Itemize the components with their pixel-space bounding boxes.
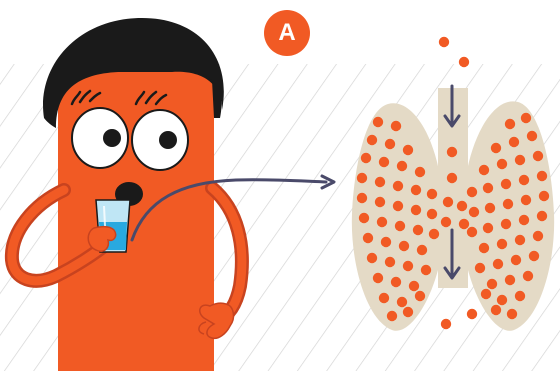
iodine-dot	[441, 217, 451, 227]
iodine-dot	[399, 241, 409, 251]
left-eye	[72, 108, 128, 168]
iodine-dot	[415, 167, 425, 177]
iodine-dot	[429, 229, 439, 239]
iodine-dot	[457, 201, 467, 211]
iodine-dot	[507, 309, 517, 319]
iodine-dot	[361, 153, 371, 163]
iodine-dot	[413, 225, 423, 235]
character-body	[58, 68, 214, 371]
iodine-dot	[481, 289, 491, 299]
iodine-dot	[409, 281, 419, 291]
iodine-dot	[427, 189, 437, 199]
iodine-dot	[417, 245, 427, 255]
iodine-dot	[367, 135, 377, 145]
iodine-dot	[427, 209, 437, 219]
iodine-dot	[523, 271, 533, 281]
iodine-dot	[403, 261, 413, 271]
iodine-dot	[515, 155, 525, 165]
iodine-dot	[359, 213, 369, 223]
iodine-dot	[537, 211, 547, 221]
iodine-dot	[479, 243, 489, 253]
iodine-dot	[527, 131, 537, 141]
iodine-dot	[487, 279, 497, 289]
iodine-dot	[501, 219, 511, 229]
iodine-dot	[529, 251, 539, 261]
iodine-dot	[537, 171, 547, 181]
iodine-dot	[385, 139, 395, 149]
iodine-dot	[467, 187, 477, 197]
iodine-dot	[357, 193, 367, 203]
iodine-dot	[411, 205, 421, 215]
iodine-dot	[381, 237, 391, 247]
iodine-dot	[379, 157, 389, 167]
iodine-dot	[467, 309, 477, 319]
iodine-dot	[501, 179, 511, 189]
iodine-dot	[373, 117, 383, 127]
iodine-dot	[483, 223, 493, 233]
iodine-dot	[375, 197, 385, 207]
iodine-dot	[377, 217, 387, 227]
iodine-dot	[393, 181, 403, 191]
iodine-dot	[385, 257, 395, 267]
iodine-dot	[393, 201, 403, 211]
iodine-dot	[403, 307, 413, 317]
iodine-dot	[485, 203, 495, 213]
iodine-dot	[357, 173, 367, 183]
iodine-dot	[503, 199, 513, 209]
iodine-dot	[539, 191, 549, 201]
iodine-dot	[497, 239, 507, 249]
iodine-dot	[515, 291, 525, 301]
iodine-dot	[521, 113, 531, 123]
iodine-dot	[379, 293, 389, 303]
iodine-dot	[493, 259, 503, 269]
iodine-dot	[479, 165, 489, 175]
iodine-dot	[497, 295, 507, 305]
iodine-dot	[403, 145, 413, 155]
iodine-dot	[447, 147, 457, 157]
iodine-dot	[415, 291, 425, 301]
iodine-dot	[505, 119, 515, 129]
iodine-dot	[519, 175, 529, 185]
iodine-dot	[519, 215, 529, 225]
iodine-dot	[397, 161, 407, 171]
iodine-dot	[373, 273, 383, 283]
iodine-dot	[439, 37, 449, 47]
iodine-dot	[367, 253, 377, 263]
iodine-dot	[497, 159, 507, 169]
iodine-dot	[505, 275, 515, 285]
iodine-dot	[511, 255, 521, 265]
iodine-dot	[441, 319, 451, 329]
iodine-dot	[491, 305, 501, 315]
iodine-dot	[467, 227, 477, 237]
iodine-dot	[475, 263, 485, 273]
iodine-dot	[469, 207, 479, 217]
iodine-dot	[391, 277, 401, 287]
iodine-dot	[459, 219, 469, 229]
iodine-dot	[447, 173, 457, 183]
right-eye	[132, 110, 188, 170]
iodine-dot	[363, 233, 373, 243]
iodine-dot	[521, 195, 531, 205]
iodine-dot	[443, 197, 453, 207]
iodine-dot	[421, 265, 431, 275]
iodine-dot	[533, 231, 543, 241]
iodine-dot	[483, 183, 493, 193]
iodine-dot	[391, 121, 401, 131]
iodine-dot	[509, 137, 519, 147]
iodine-dot	[515, 235, 525, 245]
iodine-dot	[387, 311, 397, 321]
iodine-dot	[491, 143, 501, 153]
iodine-dot	[459, 57, 469, 67]
iodine-dot	[375, 177, 385, 187]
iodine-dot	[411, 185, 421, 195]
iodine-dot	[397, 297, 407, 307]
step-badge: A	[264, 10, 310, 56]
iodine-dot	[395, 221, 405, 231]
iodine-dot	[533, 151, 543, 161]
